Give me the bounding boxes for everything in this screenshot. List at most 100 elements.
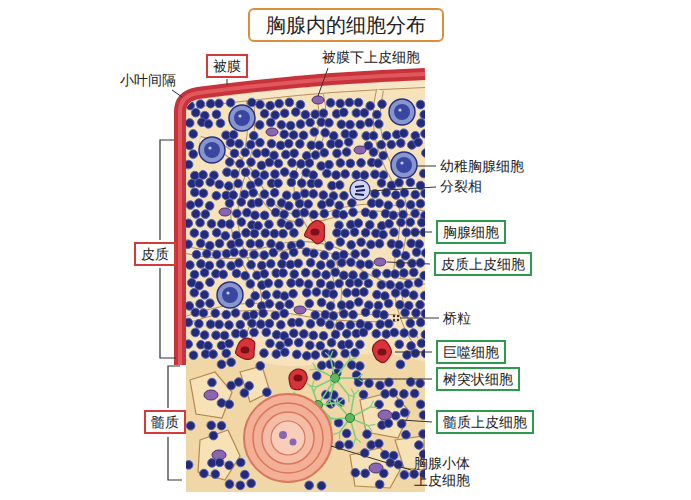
cell-label-box: 巨噬细胞 xyxy=(436,340,506,364)
thymocyte xyxy=(341,170,350,179)
thymocyte xyxy=(415,240,424,249)
thymocyte xyxy=(420,110,429,119)
thymocyte xyxy=(247,98,256,107)
desmosome xyxy=(393,315,395,317)
thymocyte xyxy=(271,170,280,179)
thymocyte xyxy=(392,191,401,200)
thymocyte xyxy=(347,258,356,267)
thymocyte xyxy=(266,260,275,269)
dendrite xyxy=(333,432,340,434)
thymocyte xyxy=(352,109,361,118)
thymocyte xyxy=(320,149,329,158)
thymocyte xyxy=(369,210,378,219)
thymocyte xyxy=(381,209,390,218)
thymocyte xyxy=(301,110,310,119)
thymocyte xyxy=(280,251,289,260)
thymocyte xyxy=(293,350,302,359)
thymocyte xyxy=(310,249,319,258)
thymocyte xyxy=(317,481,326,490)
thymocyte xyxy=(246,239,255,248)
thymocyte xyxy=(225,321,234,330)
thymocyte xyxy=(354,219,363,228)
bracket-line xyxy=(168,366,180,408)
thymocyte xyxy=(329,290,338,299)
thymocyte xyxy=(281,150,290,159)
thymocyte xyxy=(296,140,305,149)
dendrite xyxy=(325,352,330,357)
macrophage-nucleus xyxy=(241,347,250,354)
thymocyte xyxy=(335,201,344,210)
thymocyte xyxy=(374,301,383,310)
thymocyte xyxy=(221,232,230,241)
thymocyte xyxy=(381,450,390,459)
thymocyte xyxy=(325,242,334,251)
thymocyte xyxy=(417,119,426,128)
thymocyte xyxy=(340,191,349,200)
mitotic-cell xyxy=(350,180,370,200)
thymocyte xyxy=(260,190,269,199)
thymocyte xyxy=(319,332,328,341)
thymocyte xyxy=(365,379,374,388)
thymocyte xyxy=(184,461,193,470)
thymocyte xyxy=(216,119,225,128)
thymocyte xyxy=(334,139,343,148)
thymocyte xyxy=(265,158,274,167)
thymocyte xyxy=(373,110,382,119)
thymocyte xyxy=(291,108,300,117)
thymocyte xyxy=(285,202,294,211)
thymocyte xyxy=(299,131,308,140)
thymocyte xyxy=(361,308,370,317)
thymocyte xyxy=(249,131,258,140)
dendrite xyxy=(309,369,316,370)
thymocyte xyxy=(225,480,234,489)
thymocyte xyxy=(395,399,404,408)
leader-line xyxy=(412,232,432,233)
thymocyte xyxy=(390,228,399,237)
thymocyte xyxy=(236,159,245,168)
dendrite xyxy=(338,399,343,403)
thymocyte xyxy=(419,169,428,178)
thymocyte xyxy=(336,398,345,407)
thymic-corpuscle xyxy=(244,394,332,482)
thymocyte xyxy=(379,230,388,239)
thymocyte xyxy=(295,278,304,287)
thymocyte xyxy=(237,218,246,227)
leader-line xyxy=(331,446,411,470)
macrophage xyxy=(305,220,325,243)
thymocyte xyxy=(295,218,304,227)
thymocyte xyxy=(256,100,265,109)
thymocyte xyxy=(270,229,279,238)
thymocyte xyxy=(217,399,226,408)
thymocyte xyxy=(417,218,426,227)
thymocyte xyxy=(260,171,269,180)
thymocyte xyxy=(284,338,293,347)
thymocyte xyxy=(289,248,298,257)
thymocyte xyxy=(295,318,304,327)
thymocyte xyxy=(235,259,244,268)
nucleolus xyxy=(398,108,401,111)
special-cells xyxy=(199,96,417,445)
thymocyte xyxy=(371,170,380,179)
thymocyte xyxy=(274,179,283,188)
dendritic-cell-body xyxy=(346,414,355,423)
thymocyte xyxy=(286,260,295,269)
thymocyte xyxy=(186,261,195,270)
thymocyte xyxy=(304,280,313,289)
thymocyte xyxy=(196,239,205,248)
thymocyte xyxy=(271,208,280,217)
thymocyte xyxy=(325,320,334,329)
thymocyte xyxy=(190,288,199,297)
thymocyte xyxy=(345,98,354,107)
thymocyte xyxy=(261,148,270,157)
thymocyte xyxy=(185,141,194,150)
thymocyte xyxy=(400,129,409,138)
thymocyte xyxy=(323,169,332,178)
thymocyte xyxy=(346,301,355,310)
thymocyte xyxy=(416,318,425,327)
thymocyte xyxy=(225,400,234,409)
thymocyte xyxy=(236,481,245,490)
thymocyte xyxy=(384,419,393,428)
thymocyte xyxy=(395,340,404,349)
immature-nucleus xyxy=(234,110,250,126)
thymocyte xyxy=(305,159,314,168)
